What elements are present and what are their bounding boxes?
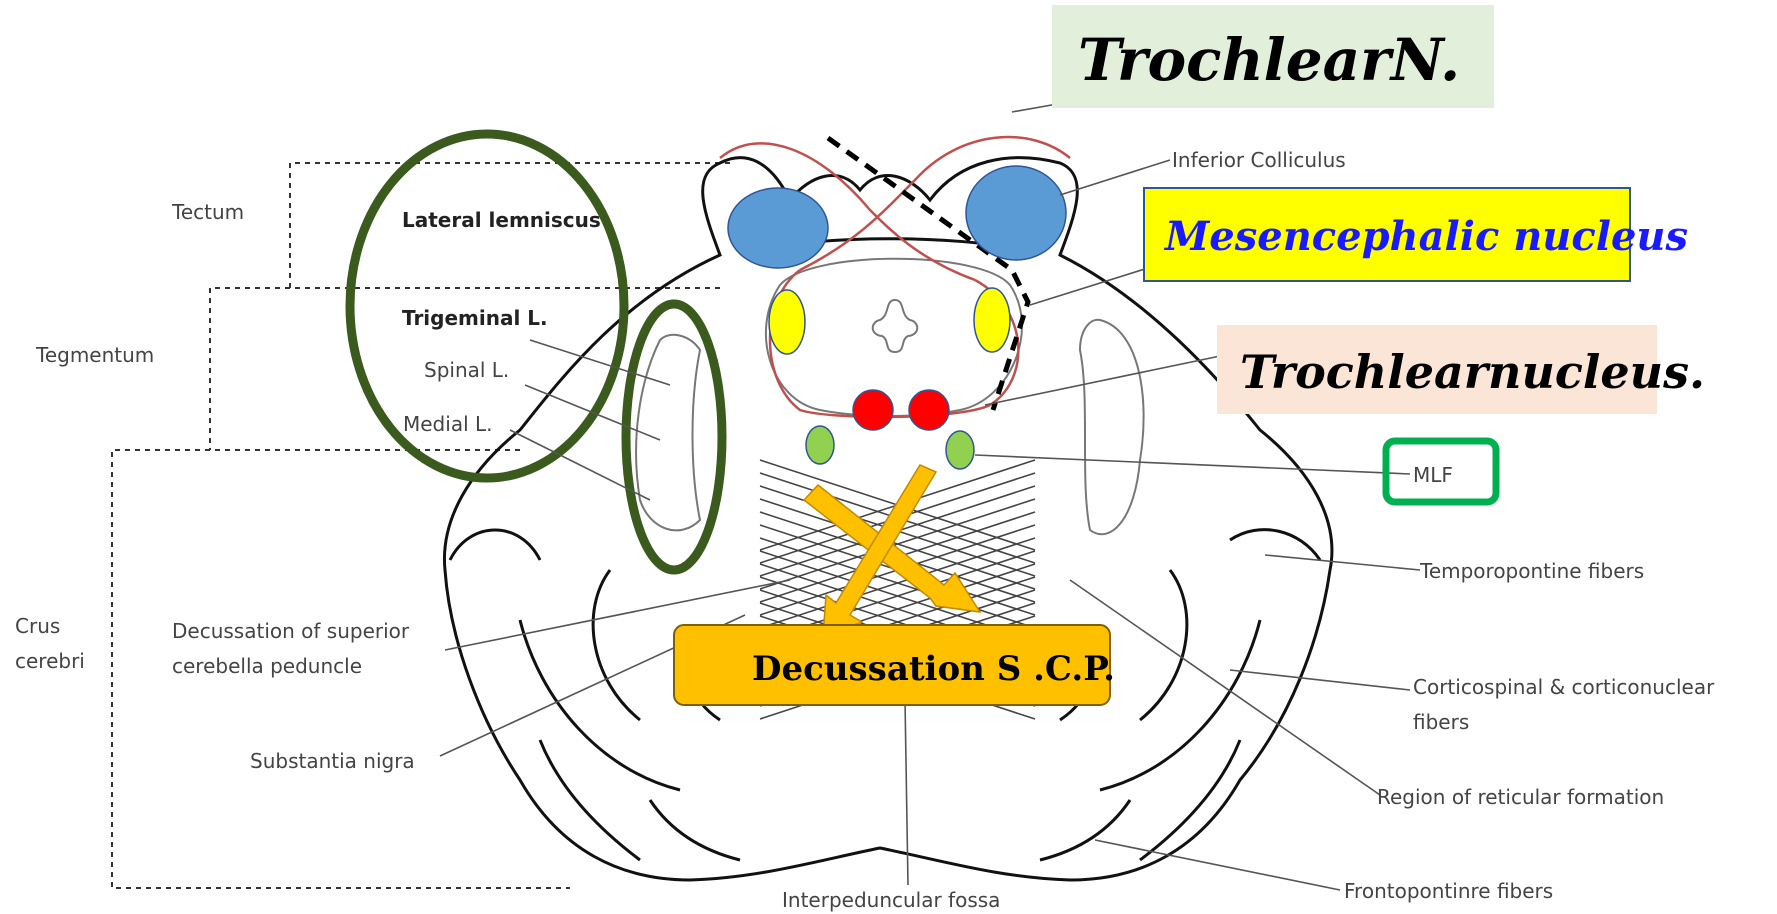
trochlear-nucleus-callout-text: Trochlearnucleus. xyxy=(1240,345,1705,399)
mesencephalic-nucleus-left xyxy=(769,290,805,354)
lemniscus-band-right xyxy=(1080,320,1144,534)
mesencephalic-callout-text: Mesencephalic nucleus xyxy=(1163,213,1688,260)
label-corticospinal-line2: fibers xyxy=(1413,710,1469,734)
label-decussation-scp-line2: cerebella peduncle xyxy=(172,654,362,678)
mesencephalic-nucleus-right xyxy=(974,288,1010,352)
trochlear-nucleus-left xyxy=(853,390,893,430)
crus-left-curve-2 xyxy=(450,530,540,560)
label-mlf: MLF xyxy=(1413,463,1453,487)
lemniscus-band-left xyxy=(636,335,700,531)
inferior-colliculus-right xyxy=(966,166,1066,260)
crus-left-curve-4 xyxy=(540,740,640,860)
mlf-right xyxy=(946,431,974,469)
label-crus-line1: Crus xyxy=(15,614,60,638)
crus-left-curve-5 xyxy=(650,800,740,860)
label-decussation-scp-line1: Decussation of superior xyxy=(172,619,410,643)
label-trigeminal-l: Trigeminal L. xyxy=(402,306,548,330)
label-interpeduncular-fossa: Interpeduncular fossa xyxy=(782,888,1000,912)
label-reticular: Region of reticular formation xyxy=(1377,785,1664,809)
label-corticospinal-line1: Corticospinal & corticonuclear xyxy=(1413,675,1715,699)
label-tegmentum: Tegmentum xyxy=(35,343,154,367)
trochlear-nucleus-right xyxy=(909,390,949,430)
decussation-callout-text: Decussation S .C.P. xyxy=(752,649,1115,689)
label-medial-l: Medial L. xyxy=(403,412,492,436)
inferior-colliculus-left xyxy=(728,188,828,268)
label-crus-line2: cerebri xyxy=(15,649,85,673)
label-frontopontine: Frontopontinre fibers xyxy=(1344,879,1553,903)
trochlear-n-callout-text: TrochlearN. xyxy=(1078,26,1460,94)
label-substantia-nigra: Substantia nigra xyxy=(250,749,415,773)
cerebral-aqueduct xyxy=(873,300,918,352)
crus-right-curve-1 xyxy=(1100,620,1260,790)
label-inferior-colliculus: Inferior Colliculus xyxy=(1172,148,1346,172)
label-temporopontine: Temporopontine fibers xyxy=(1419,559,1644,583)
label-tectum: Tectum xyxy=(171,200,244,224)
crus-right-curve-5 xyxy=(1040,800,1130,860)
label-spinal-l: Spinal L. xyxy=(424,358,509,382)
crus-left-curve-3 xyxy=(593,570,640,720)
label-lateral-lemniscus: Lateral lemniscus xyxy=(402,208,601,232)
mlf-left xyxy=(806,426,834,464)
crus-left-curve-1 xyxy=(520,620,680,790)
